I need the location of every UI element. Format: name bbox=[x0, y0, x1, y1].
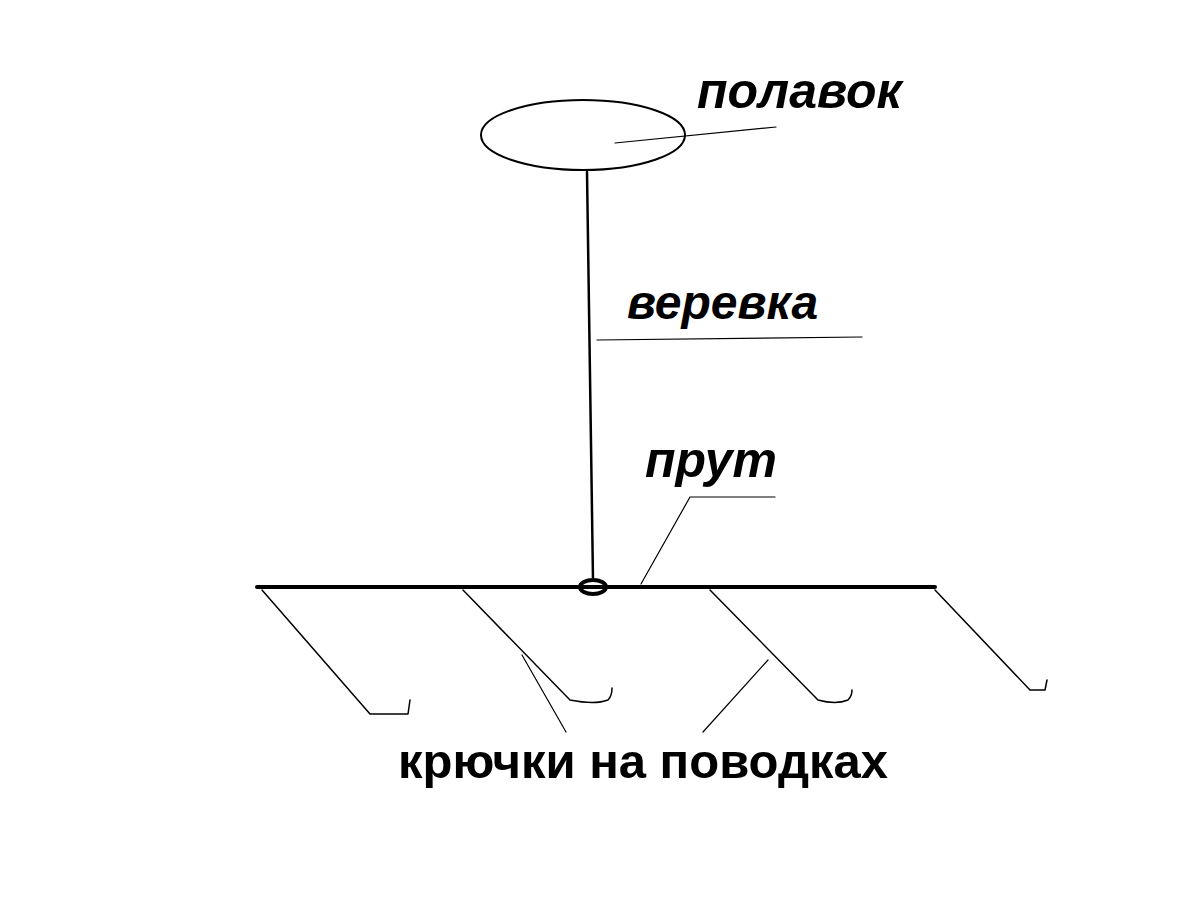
leader-line bbox=[615, 127, 776, 143]
rod bbox=[257, 585, 935, 589]
ring bbox=[580, 580, 606, 594]
part-label: прут bbox=[645, 433, 777, 488]
leader-line bbox=[641, 497, 775, 584]
part-label: крючки на поводках bbox=[398, 735, 888, 789]
hook-leader bbox=[262, 590, 410, 714]
part-label: веревка bbox=[627, 277, 818, 330]
hook-leader bbox=[710, 590, 852, 703]
rope bbox=[587, 172, 593, 580]
leader-line bbox=[522, 655, 566, 732]
leader-line bbox=[703, 660, 768, 732]
part-label: полавок bbox=[697, 64, 902, 119]
leader-line bbox=[597, 337, 862, 340]
hook-leader bbox=[463, 590, 612, 703]
hook-leader bbox=[935, 590, 1047, 690]
float bbox=[481, 100, 685, 170]
